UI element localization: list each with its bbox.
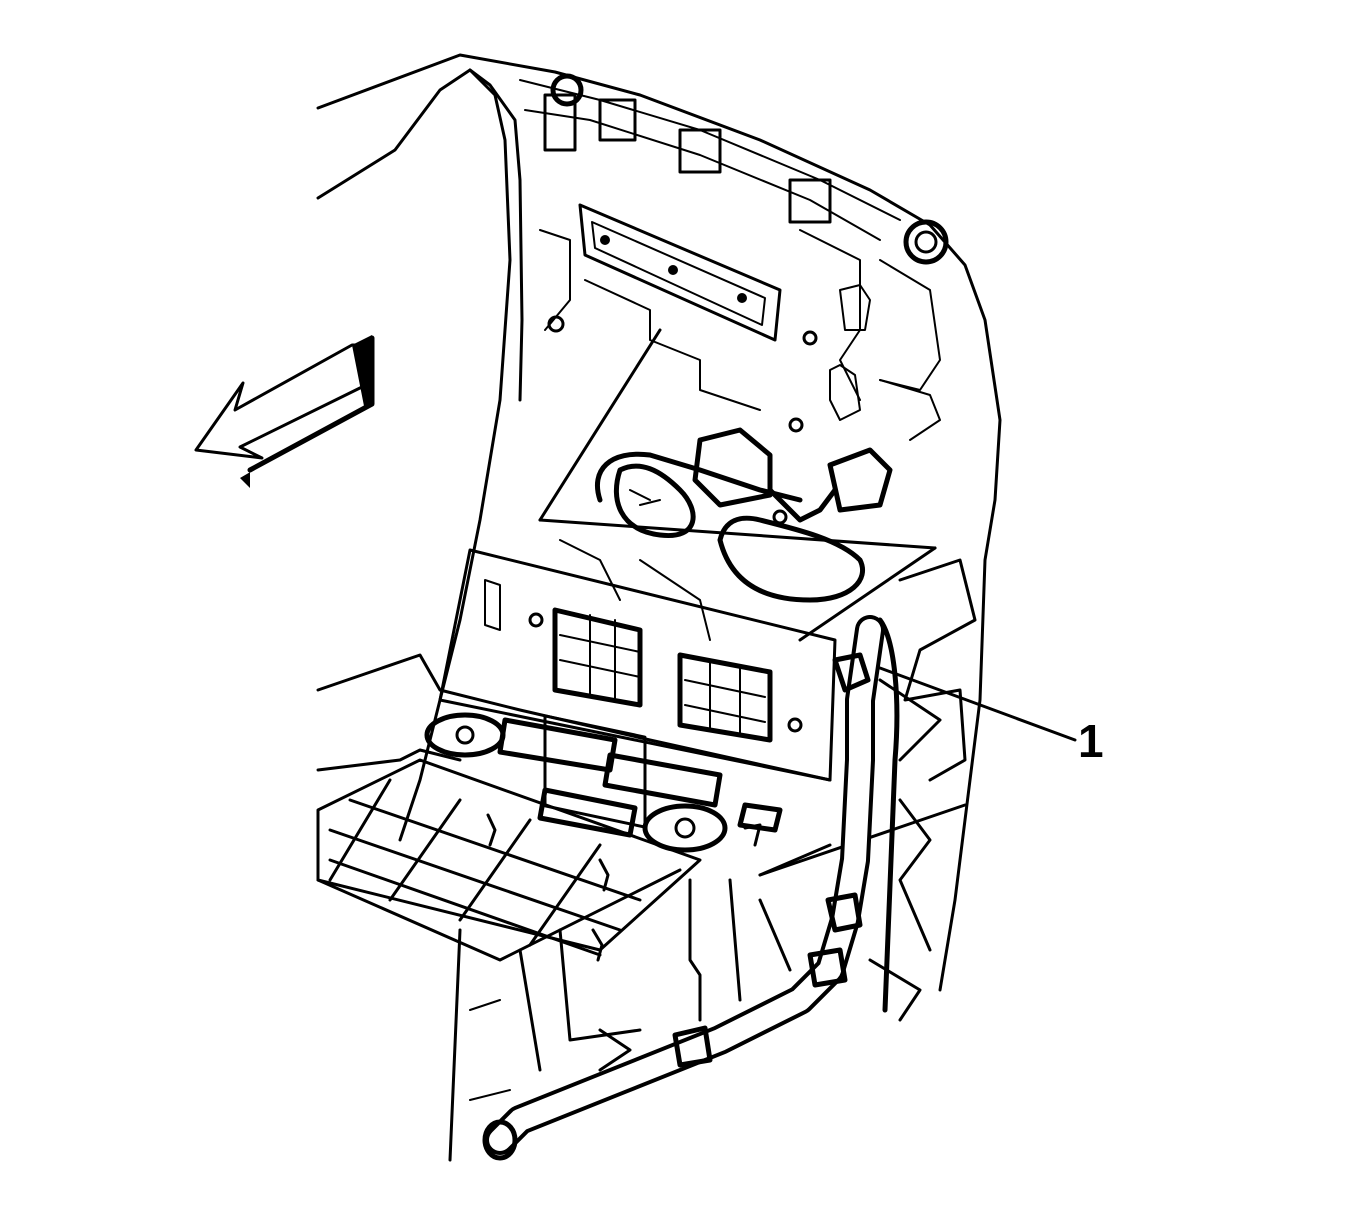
leader-lines [538, 328, 967, 877]
lower-structure [448, 878, 792, 1162]
wire-harness-connectors [594, 427, 893, 603]
fasteners [424, 712, 783, 962]
seat-back-shell [316, 53, 1002, 992]
direction-arrow-icon [194, 335, 375, 488]
upper-panel [539, 203, 941, 525]
callout-label-1: 1 [1078, 715, 1104, 767]
seat-cushion-frame [316, 653, 832, 962]
upper-clips [543, 73, 949, 265]
lower-panel [438, 539, 837, 829]
harness-hose [482, 615, 900, 1161]
callout-1: 1 [878, 666, 1104, 767]
